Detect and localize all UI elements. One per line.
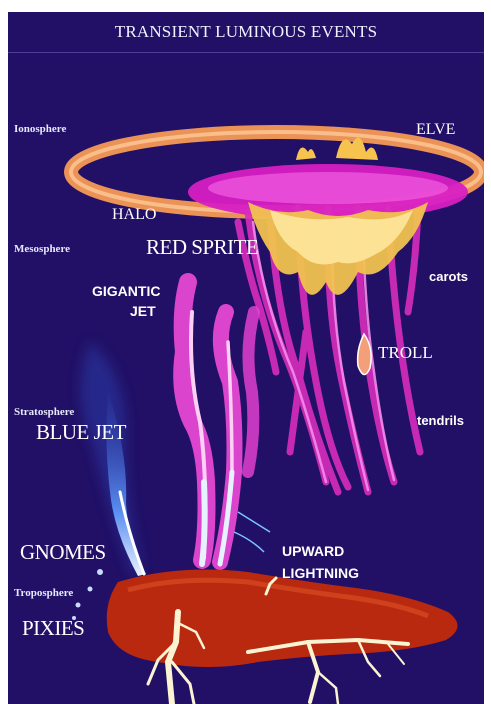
label-halo: HALO bbox=[112, 207, 156, 223]
gigantic-jet bbox=[182, 282, 270, 564]
layer-label-ionosphere: Ionosphere bbox=[14, 124, 66, 135]
label-gnomes: GNOMES bbox=[20, 542, 106, 563]
label-pixies: PIXIES bbox=[22, 618, 84, 639]
title-divider bbox=[8, 52, 484, 53]
layer-label-mesosphere: Mesosphere bbox=[14, 244, 70, 255]
label-gigantic-jet-line1: GIGANTIC bbox=[92, 284, 160, 298]
label-upward-lightning-line2: LIGHTNING bbox=[282, 566, 359, 580]
layer-label-troposphere: Troposphere bbox=[14, 588, 73, 599]
label-elve: ELVE bbox=[416, 122, 455, 138]
label-carots: carots bbox=[429, 270, 468, 283]
gnome-pixie-dots bbox=[72, 569, 103, 620]
label-blue-jet: BLUE JET bbox=[36, 422, 126, 443]
label-gigantic-jet-line2: JET bbox=[130, 304, 156, 318]
storm-cloud bbox=[107, 570, 458, 667]
label-tendrils: tendrils bbox=[417, 414, 464, 427]
label-upward-lightning-line1: UPWARD bbox=[282, 544, 344, 558]
layer-label-stratosphere: Stratosphere bbox=[14, 407, 74, 418]
label-red-sprite: RED SPRITE bbox=[146, 237, 258, 258]
page-title: TRANSIENT LUMINOUS EVENTS bbox=[8, 22, 484, 42]
illustration-panel: TRANSIENT LUMINOUS EVENTS Ionosphere Mes… bbox=[8, 12, 484, 704]
label-troll: TROLL bbox=[378, 344, 433, 361]
